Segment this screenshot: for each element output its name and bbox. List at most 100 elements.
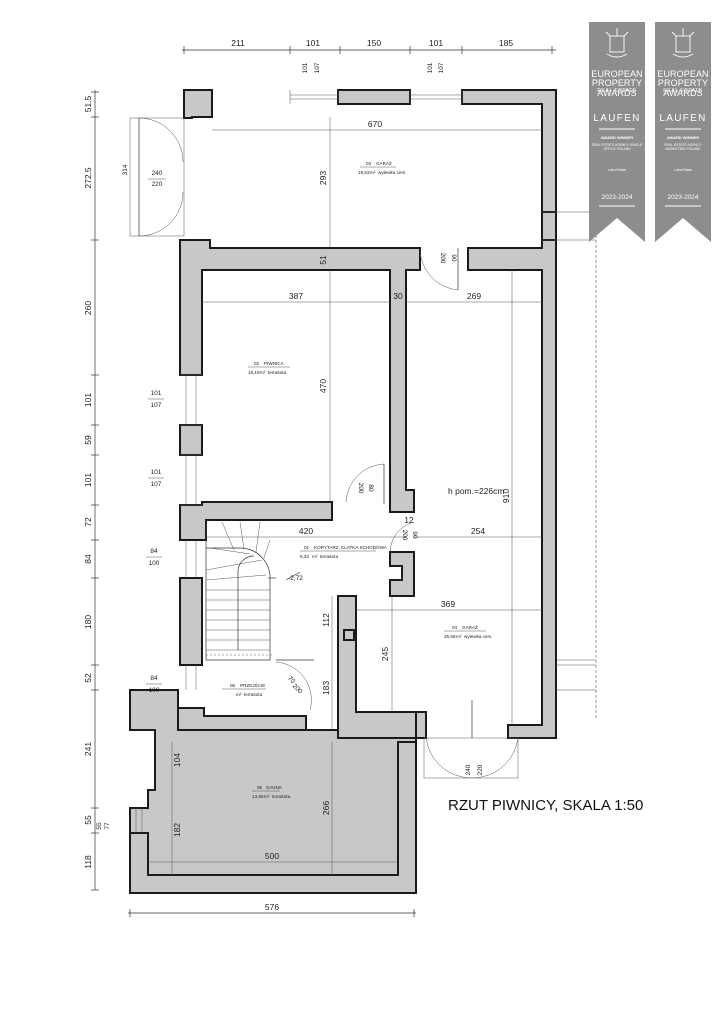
wall-sauna-left-lower [129, 741, 417, 894]
room-label-garage2: 04 GARAŻ 26,58 m² wylewka cem. [444, 624, 493, 639]
room-label-corridor: 01 KORYTARZ, KLATKA SCHODOWA 9,33 m² ter… [300, 545, 388, 559]
wall-passage-bottom [177, 707, 307, 731]
door-4a: 70 [286, 675, 296, 685]
left-dim-13: 118 [83, 855, 93, 869]
svg-text:m²: m² [260, 370, 266, 375]
dim-corridor-w: 420 [299, 526, 313, 536]
win-top-b-2: 107 [438, 62, 445, 73]
win-left-d-1: 84 [150, 675, 158, 682]
svg-text:13,96: 13,96 [252, 794, 264, 799]
dim-wall-12: 12 [404, 515, 414, 525]
badge-2-category: REAL ESTATE AGENCY MARKETING POLAND [664, 143, 702, 151]
bottom-dim: 576 [265, 902, 279, 912]
left-dim-1: 51.5 [83, 95, 93, 112]
dim-garage-top-w: 670 [368, 119, 382, 129]
badge-2-brand: LAUFEN [659, 113, 707, 124]
badge-2-title: EUROPEAN PROPERTY AWARDS [657, 69, 709, 98]
win-left-a-1: 101 [151, 390, 162, 397]
svg-text:KORYTARZ, KLATKA SCHODOWA: KORYTARZ, KLATKA SCHODOWA [314, 545, 388, 550]
svg-text:02: 02 [254, 361, 260, 366]
badge-1-company: Lotra Estate [607, 168, 627, 172]
svg-text:04: 04 [452, 625, 458, 630]
door-1b: 90 [450, 254, 457, 262]
win-left-d-2: 100 [149, 687, 160, 694]
left-dim-12: 55 [83, 815, 93, 825]
door-3a: 200 [401, 530, 408, 541]
dim-garage2-top: 269 [467, 291, 481, 301]
bottom-dimension-line: 576 [128, 902, 416, 917]
win-top-b-1: 101 [427, 62, 434, 73]
left-dim-9: 180 [83, 615, 93, 629]
left-dim-extra: 77 [104, 822, 111, 830]
left-dim-3: 260 [83, 301, 93, 315]
wall-left-seg3 [179, 577, 203, 666]
svg-text:terrakota: terrakota [244, 692, 263, 697]
top-dim-4: 101 [429, 38, 443, 48]
svg-text:GARAŻ: GARAŻ [376, 160, 392, 166]
top-dim-1: 211 [231, 38, 245, 48]
badge-ribbon-icon [655, 22, 711, 242]
wall-corridor-right [389, 551, 415, 597]
dim-sauna-h: 266 [321, 801, 331, 815]
svg-text:wylewka cem.: wylewka cem. [464, 634, 493, 639]
walls [129, 89, 557, 894]
svg-text:26,58: 26,58 [444, 634, 456, 639]
door-gr-2: 220 [477, 764, 484, 775]
dim-sauna-left: 104 [172, 753, 182, 767]
left-dimension-line: 51.5 272.5 260 101 59 101 72 84 180 52 2… [83, 90, 111, 891]
left-dim-5: 59 [83, 435, 93, 445]
svg-text:m²: m² [370, 170, 376, 175]
dim-garage2-h: 910 [501, 489, 511, 503]
top-dim-3: 150 [367, 38, 381, 48]
left-dim-extra-b: 55 [96, 822, 103, 830]
top-dimension-line: 211 101 150 101 185 [182, 38, 556, 54]
badge-1-brand: LAUFEN [593, 113, 641, 124]
door-gl-1: 240 [152, 170, 163, 177]
wall-left-seg2 [179, 424, 203, 456]
wall-top-right [461, 89, 557, 739]
left-dim-2: 272.5 [83, 167, 93, 189]
badge-1-title: EUROPEAN PROPERTY AWARDS [591, 69, 643, 98]
svg-text:SAUNA: SAUNA [266, 785, 283, 790]
svg-text:m²: m² [236, 692, 242, 697]
staircase: -2,72 [205, 521, 303, 661]
wall-garage-cellar [179, 239, 421, 513]
interior-dims: 670 293 51 387 30 269 470 420 12 254 910… [148, 117, 542, 875]
wall-top-left [183, 89, 213, 119]
dim-wall-51: 51 [318, 255, 328, 265]
svg-text:06: 06 [230, 683, 236, 688]
door-gl-2: 220 [152, 181, 163, 188]
svg-text:9,33: 9,33 [300, 554, 309, 559]
stair-level: -2,72 [288, 575, 303, 582]
door-gl-h: 314 [122, 164, 129, 175]
wall-garage2-left [337, 595, 425, 739]
wall-top-mid [337, 89, 411, 105]
door-gr-1: 240 [465, 764, 472, 775]
top-dim-5: 185 [499, 38, 513, 48]
badge-1-subtitle: REAL ESTATE [597, 88, 637, 94]
win-left-b-2: 107 [151, 481, 162, 488]
win-top-a-1: 101 [302, 62, 309, 73]
badge-1-category: REAL ESTATE AGENCY SINGLE OFFICE POLAND [591, 143, 643, 151]
left-dim-10: 52 [83, 673, 93, 683]
svg-text:terrakota: terrakota [320, 554, 339, 559]
dim-sauna-w: 500 [265, 851, 279, 861]
dim-cellar-h: 470 [318, 379, 328, 393]
dim-sauna-left2: 182 [172, 823, 182, 837]
win-left-c-2: 100 [149, 560, 160, 567]
left-dim-4: 101 [83, 393, 93, 407]
dim-corr-h2: 183 [321, 681, 331, 695]
doors: 240 220 314 200 90 200 80 200 90 70 200 … [122, 117, 519, 779]
wall-corridor-top [179, 501, 333, 541]
windows: 101 107 101 107 101 107 101 107 84 100 8… [135, 62, 596, 833]
badge-ribbon-icon [589, 22, 645, 242]
door-4b: 200 [291, 683, 304, 696]
win-left-a-2: 107 [151, 402, 162, 409]
dim-h-pom: h pom.=226cm [448, 486, 504, 496]
left-dim-8: 84 [83, 554, 93, 564]
win-top-a-2: 107 [314, 62, 321, 73]
svg-text:05: 05 [257, 785, 263, 790]
wall-garage2-bottom-left [415, 711, 427, 739]
badge-2-award: AWARD WINNER [666, 135, 700, 140]
